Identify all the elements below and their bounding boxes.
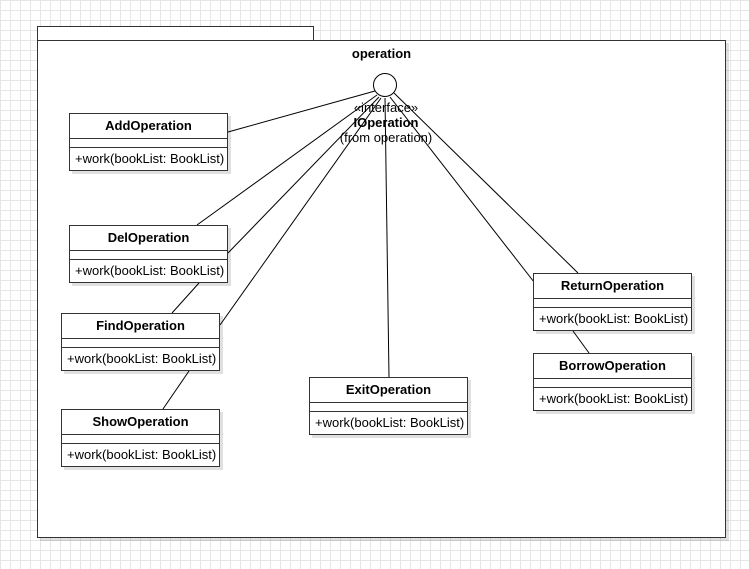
class-name: ExitOperation [310,378,467,403]
class-return-operation[interactable]: ReturnOperation +work(bookList: BookList… [533,273,692,331]
class-del-operation[interactable]: DelOperation +work(bookList: BookList) [69,225,228,283]
interface-stereotype: «interface» [353,100,419,115]
class-find-operation[interactable]: FindOperation +work(bookList: BookList) [61,313,220,371]
class-name: ShowOperation [62,410,219,435]
interface-origin: (from operation) [339,130,433,145]
class-operation: +work(bookList: BookList) [75,151,225,166]
class-operation: +work(bookList: BookList) [67,447,217,462]
class-attributes [534,379,691,388]
class-operation: +work(bookList: BookList) [539,391,689,406]
class-operation: +work(bookList: BookList) [539,311,689,326]
class-operation: +work(bookList: BookList) [67,351,217,366]
class-attributes [534,299,691,308]
class-attributes [62,339,219,348]
package-title: operation [351,46,412,61]
class-name: AddOperation [70,114,227,139]
class-name: FindOperation [62,314,219,339]
class-operation: +work(bookList: BookList) [315,415,465,430]
class-attributes [70,139,227,148]
class-attributes [62,435,219,444]
class-attributes [70,251,227,260]
class-show-operation[interactable]: ShowOperation +work(bookList: BookList) [61,409,220,467]
class-add-operation[interactable]: AddOperation +work(bookList: BookList) [69,113,228,171]
class-exit-operation[interactable]: ExitOperation +work(bookList: BookList) [309,377,468,435]
interface-name: IOperation [353,115,419,130]
class-name: ReturnOperation [534,274,691,299]
class-name: DelOperation [70,226,227,251]
class-borrow-operation[interactable]: BorrowOperation +work(bookList: BookList… [533,353,692,411]
class-operation: +work(bookList: BookList) [75,263,225,278]
class-attributes [310,403,467,412]
package-tab[interactable] [37,26,314,41]
class-name: BorrowOperation [534,354,691,379]
